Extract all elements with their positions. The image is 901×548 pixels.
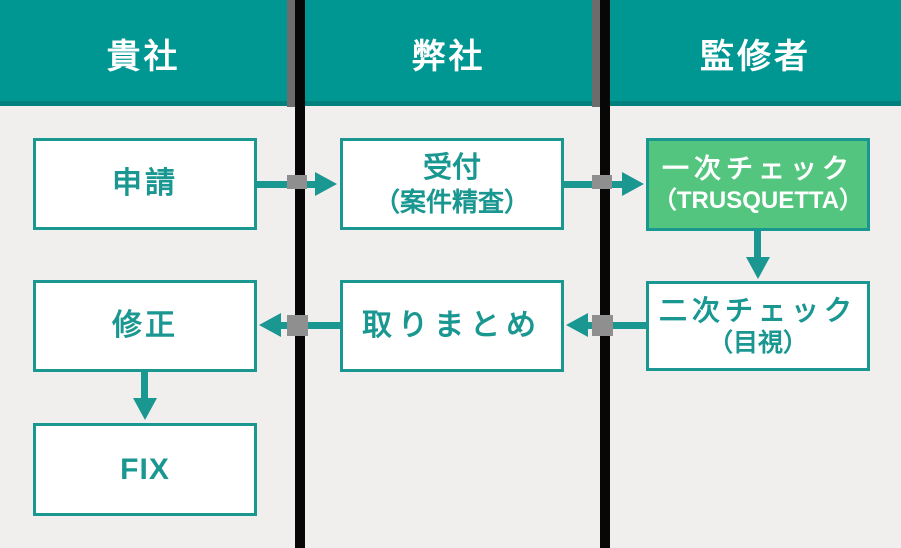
- lane-header-our-company: 弊社: [305, 0, 592, 106]
- lane-header-our-company-label: 弊社: [411, 37, 486, 76]
- arrow-reception-to-first-check-head: [622, 172, 644, 196]
- arrow-correction-to-fix-head: [133, 398, 157, 420]
- arrow-second-check-to-compilation: [588, 322, 646, 329]
- node-compilation-label: 取りまとめ: [362, 309, 542, 343]
- node-reception: 受付 （案件精査）: [340, 138, 564, 230]
- arrow-correction-to-fix: [141, 372, 148, 399]
- node-reception-line2: （案件精査）: [373, 186, 530, 217]
- node-first-check-line1: 一次チェック: [662, 153, 854, 184]
- arrow-compilation-to-correction: [281, 322, 340, 329]
- divider-overlap-mark: [592, 175, 612, 189]
- node-correction-label: 修正: [112, 309, 178, 343]
- lane-header-client: 貴社: [0, 0, 287, 106]
- lane-header-client-label: 貴社: [106, 37, 181, 76]
- arrow-first-check-to-second-check-head: [746, 257, 770, 279]
- node-second-check-line2: （目視）: [707, 328, 808, 357]
- node-compilation: 取りまとめ: [340, 280, 564, 372]
- node-second-check: 二次チェック （目視）: [646, 281, 870, 371]
- node-fix: FIX: [33, 423, 257, 516]
- node-application-label: 申請: [112, 167, 178, 201]
- divider-overlap-mark: [287, 175, 307, 189]
- node-second-check-line1: 二次チェック: [658, 294, 857, 326]
- arrow-first-check-to-second-check: [754, 231, 761, 258]
- node-fix-label: FIX: [120, 452, 170, 486]
- node-reception-line1: 受付: [422, 151, 481, 184]
- lane-header-supervisor-label: 監修者: [700, 37, 811, 76]
- swimlane-divider: [600, 0, 610, 548]
- header-shadow-strip: [287, 0, 295, 107]
- divider-overlap-mark: [287, 315, 308, 336]
- node-first-check-line2: （TRUSQUETTA）: [652, 187, 864, 215]
- node-first-check: 一次チェック （TRUSQUETTA）: [646, 138, 870, 231]
- lane-header-supervisor: 監修者: [610, 0, 901, 106]
- node-application: 申請: [33, 138, 257, 230]
- node-correction: 修正: [33, 280, 257, 372]
- arrow-compilation-to-correction-head: [259, 313, 281, 337]
- divider-overlap-mark: [592, 315, 613, 336]
- swimlane-divider: [295, 0, 305, 548]
- arrow-second-check-to-compilation-head: [566, 313, 588, 337]
- arrow-application-to-reception-head: [315, 172, 337, 196]
- arrow-application-to-reception: [257, 181, 315, 188]
- header-shadow-strip: [592, 0, 600, 107]
